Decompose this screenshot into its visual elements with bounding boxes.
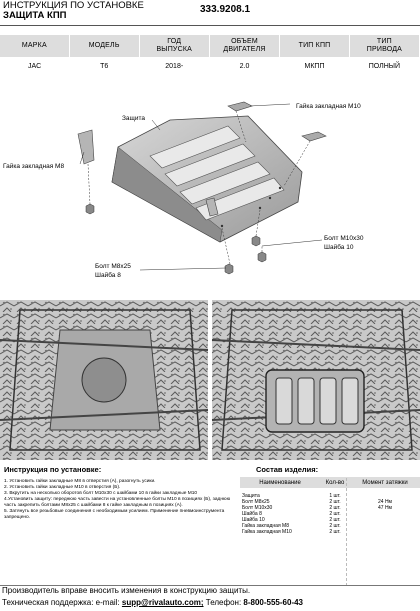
- nut-m10-icon: [227, 101, 327, 142]
- spec-data-row: JAC T6 2018- 2.0 МКПП ПОЛНЫЙ: [0, 57, 420, 75]
- instruction-step: 2. Установить гайки закладные М10 в отве…: [4, 485, 121, 490]
- instructions-list: 1. Установить гайки закладные М8 в отвер…: [4, 479, 236, 521]
- parts-header: Кол-во: [320, 477, 350, 488]
- label-nut-m10: Гайка закладная М10: [296, 102, 361, 110]
- protection-plate: [111, 115, 303, 243]
- footer-disclaimer: Производитель вправе вносить изменения в…: [2, 586, 251, 595]
- label-washer-8: Шайба 8: [95, 271, 121, 279]
- label-bolt-m10: Болт М10х30: [324, 235, 364, 242]
- parts-title: Состав изделия:: [256, 465, 319, 474]
- footer: Производитель вправе вносить изменения в…: [0, 585, 420, 611]
- installation-photos: [0, 300, 420, 460]
- instruction-step: 5. Затянуть все резьбовые соединения с н…: [4, 509, 225, 520]
- instruction-step: 4.Установить защиту: переднюю часть заве…: [4, 497, 231, 508]
- label-protection: Защита: [122, 115, 145, 122]
- spec-header: ОБЪЕМ ДВИГАТЕЛЯ: [209, 35, 281, 57]
- spec-cell: ПОЛНЫЙ: [368, 62, 401, 70]
- photo-after: [211, 300, 420, 460]
- instruction-step: 3. Вкрутить на несколько оборотов болт М…: [4, 491, 198, 496]
- support-phone: 8-800-555-60-43: [243, 598, 304, 607]
- spec-cell: 2018-: [165, 62, 184, 70]
- photo-before: [0, 300, 209, 460]
- parts-divider: [346, 478, 347, 586]
- product-code: 333.9208.1: [200, 4, 251, 15]
- spec-header: ТИП КПП: [279, 35, 350, 57]
- product-name: ЗАЩИТА КПП: [3, 10, 67, 21]
- header: ИНСТРУКЦИЯ ПО УСТАНОВКЕ ЗАЩИТА КПП 333.9…: [0, 0, 420, 34]
- parts-header: Наименование: [240, 477, 320, 488]
- spec-header-row: МАРКА МОДЕЛЬ ГОД ВЫПУСКА ОБЪЕМ ДВИГАТЕЛЯ…: [0, 35, 420, 57]
- vehicle-spec-table: МАРКА МОДЕЛЬ ГОД ВЫПУСКА ОБЪЕМ ДВИГАТЕЛЯ…: [0, 35, 420, 75]
- parts-header-row: Наименование Кол-во Момент затяжки: [240, 477, 420, 488]
- installed-protection-plate: [265, 369, 365, 433]
- header-divider: [0, 25, 420, 26]
- bolt-icon: [85, 203, 267, 275]
- spec-header: МОДЕЛЬ: [69, 35, 140, 57]
- support-email-link[interactable]: supp@rivalauto.com;: [121, 598, 204, 607]
- spec-cell: 2.0: [239, 62, 250, 70]
- instruction-step: 1. Установить гайки закладные М8 в отвер…: [4, 479, 156, 484]
- spec-cell: JAC: [28, 62, 42, 70]
- phone-label: Телефон:: [205, 598, 242, 607]
- document-title: ИНСТРУКЦИЯ ПО УСТАНОВКЕ ЗАЩИТА КПП: [3, 0, 144, 21]
- footer-divider: [0, 585, 420, 586]
- spec-header: ГОД ВЫПУСКА: [139, 35, 210, 57]
- parts-header: Момент затяжки: [350, 477, 420, 488]
- installation-diagram: Гайка закладная М10 Защита Гайка закладн…: [3, 101, 364, 279]
- email-label: e-mail:: [95, 598, 120, 607]
- nut-m8-icon: [77, 129, 219, 217]
- footer-contacts: Техническая поддержка: e-mail: supp@riva…: [2, 598, 303, 607]
- label-washer-10: Шайба 10: [324, 243, 354, 251]
- spec-header: ТИП ПРИВОДА: [349, 35, 420, 57]
- spec-cell: T6: [100, 62, 109, 70]
- parts-table: Наименование Кол-во Момент затяжки Защит…: [240, 477, 420, 535]
- spec-header: МАРКА: [0, 35, 70, 57]
- instructions-title: Инструкция по установке:: [4, 465, 102, 474]
- label-nut-m8: Гайка закладная М8: [3, 162, 64, 170]
- label-bolt-m8: Болт М8х25: [95, 263, 131, 270]
- support-label: Техническая поддержка:: [2, 598, 94, 607]
- spec-cell: МКПП: [304, 62, 325, 70]
